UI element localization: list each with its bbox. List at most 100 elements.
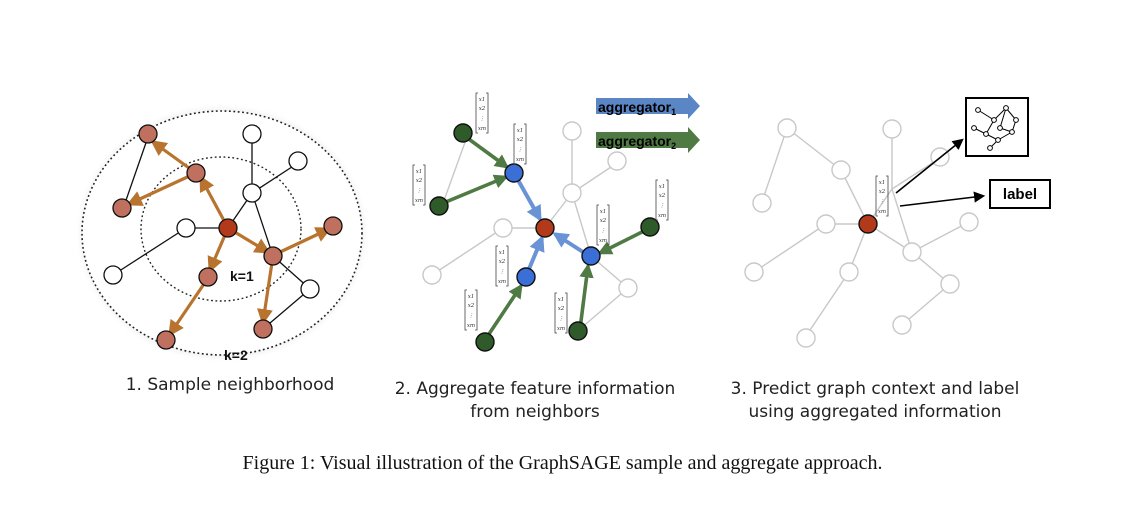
vector-symbol: ⋮ <box>499 269 505 275</box>
node <box>959 212 979 232</box>
aggregator1-subscript: 1 <box>671 107 676 117</box>
aggregator2-subscript: 2 <box>671 141 676 151</box>
neighbor-node-blue <box>504 163 524 183</box>
vector-symbol: x2 <box>879 189 886 195</box>
node <box>176 218 196 238</box>
vector-symbol: x1 <box>517 128 524 134</box>
vector-symbol: x2 <box>558 306 565 312</box>
vector-symbol: x1 <box>558 297 565 303</box>
panel-predict-context: x1 x2 ⋮ xm <box>744 97 1051 348</box>
node <box>242 124 262 144</box>
feature-vector: x1 x2 ⋮ xm <box>412 164 426 206</box>
neighbor-node-blue <box>516 267 536 287</box>
node <box>422 265 442 285</box>
feature-vector: x1 x2 ⋮ xm <box>513 123 527 165</box>
vector-symbol: ⋮ <box>517 147 523 153</box>
vector-symbol: xm <box>516 157 524 163</box>
panel-aggregate-features: x1 x2 ⋮ xm x1 x2 ⋮ xm x1 x2 ⋮ xm x1 x2 ⋮ xm x1 x2 ⋮ xm x1 x2 ⋮… <box>412 92 700 352</box>
feature-vector: x1 x2 ⋮ xm <box>875 175 889 217</box>
vector-symbol: x2 <box>468 303 475 309</box>
node <box>263 246 283 266</box>
target-node <box>218 218 238 238</box>
feature-vectors: x1 x2 ⋮ xm x1 x2 ⋮ xm x1 x2 ⋮ xm x1 x2 ⋮ xm x1 x2 ⋮ xm x1 x2 ⋮… <box>412 92 669 334</box>
neighbor-node-green <box>568 321 588 341</box>
node <box>242 183 262 203</box>
neighbor-node-green <box>453 123 473 143</box>
panel3-caption-line1: 3. Predict graph context and label <box>730 379 1020 399</box>
node <box>796 328 816 348</box>
vector-symbol: x2 <box>517 137 524 143</box>
k1-label: k=1 <box>230 268 254 284</box>
graph-context-icon <box>965 97 1029 157</box>
aggregator2-arrow: aggregator2 <box>596 127 700 153</box>
vector-symbol: x1 <box>468 294 475 300</box>
vector-symbol: x2 <box>499 259 506 265</box>
vector-symbol: ⋮ <box>416 188 422 194</box>
vector-symbol: x2 <box>479 106 486 112</box>
feature-vector: x1 x2 ⋮ xm <box>495 245 509 287</box>
aggregator2-label: aggregator <box>598 133 672 149</box>
node <box>562 183 582 203</box>
node <box>112 198 132 218</box>
vector-symbol: xm <box>557 326 565 332</box>
node <box>288 151 308 171</box>
vector-symbol: xm <box>478 126 486 132</box>
node <box>940 274 960 294</box>
vector-symbol: x1 <box>659 184 666 190</box>
vector-symbol: x1 <box>499 250 506 256</box>
node <box>156 330 176 350</box>
node <box>816 214 836 234</box>
vector-symbol: ⋮ <box>600 228 606 234</box>
vector-symbol: xm <box>467 323 475 329</box>
feature-vector: x1 x2 ⋮ xm <box>464 289 478 331</box>
vector-symbol: x1 <box>879 180 886 186</box>
node <box>300 279 320 299</box>
node <box>752 193 772 213</box>
node <box>777 118 797 138</box>
node <box>186 163 206 183</box>
vector-symbol: ⋮ <box>659 203 665 209</box>
label-box <box>989 179 1051 209</box>
svg-text:aggregator1: aggregator1 <box>598 99 676 117</box>
vector-symbol: xm <box>599 238 607 244</box>
vector-symbol: ⋮ <box>879 199 885 205</box>
aggregator1-arrow: aggregator1 <box>596 93 700 119</box>
neighbor-node-green <box>640 217 660 237</box>
node <box>892 315 912 335</box>
neighbor-node-green <box>429 196 449 216</box>
feature-vector: x1 x2 ⋮ xm <box>875 175 889 217</box>
vector-symbol: x1 <box>416 169 423 175</box>
vector-symbol: xm <box>498 279 506 285</box>
node <box>253 319 273 339</box>
vector-symbol: xm <box>415 198 423 204</box>
panel3-caption-line2: using aggregated information <box>748 402 1002 422</box>
vector-symbol: x1 <box>479 97 486 103</box>
node <box>562 121 582 141</box>
panel3-caption: 3. Predict graph context and label using… <box>705 378 1045 424</box>
vector-symbol: ⋮ <box>468 313 474 319</box>
node <box>138 124 158 144</box>
neighbor-node-blue <box>581 246 601 266</box>
node <box>882 119 902 139</box>
figure-caption: Figure 1: Visual illustration of the Gra… <box>242 452 883 474</box>
panel-sample-neighborhood: k=1 k=2 <box>80 108 364 363</box>
node <box>323 216 343 236</box>
vector-symbol: xm <box>878 209 886 215</box>
vector-symbol: x2 <box>416 178 423 184</box>
node <box>607 151 627 171</box>
node <box>902 242 922 262</box>
neighbor-node-green <box>475 332 495 352</box>
vector-symbol: x1 <box>600 209 607 215</box>
vector-symbol: x2 <box>659 193 666 199</box>
vector-symbol: ⋮ <box>558 316 564 322</box>
panel2-caption-line2: from neighbors <box>470 402 600 422</box>
node <box>493 218 513 238</box>
node <box>831 160 851 180</box>
feature-vector: x1 x2 ⋮ xm <box>554 292 568 334</box>
node <box>198 267 218 287</box>
panel2-caption-line1: 2. Aggregate feature information <box>394 379 676 399</box>
